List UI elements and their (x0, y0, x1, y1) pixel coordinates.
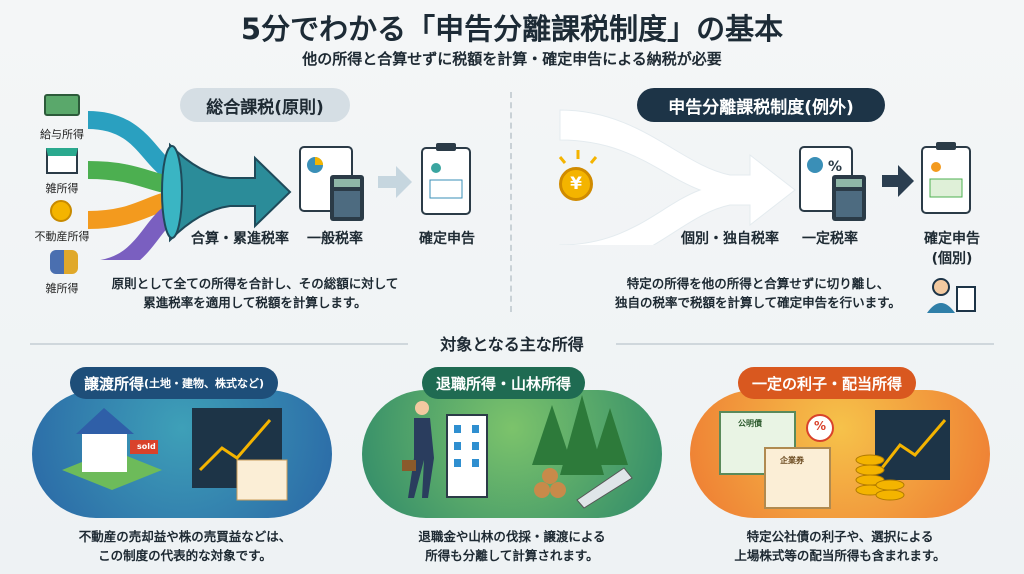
income-label: 雑所得 (45, 182, 79, 195)
description-line: 退職金や山林の伐採・譲渡による (418, 529, 606, 544)
description-line: この制度の代表的な対象です。 (98, 548, 272, 563)
step-label: 確定申告 (924, 231, 980, 247)
step-label: 確定申告 (419, 231, 475, 247)
card-transfer-income (32, 390, 332, 518)
description-line: 特定の所得を他の所得と合算せずに切り離し、 (626, 276, 890, 291)
description-line: 原則として全ての所得を合計し、その総額に対して (111, 276, 399, 291)
income-label: 給与所得 (40, 128, 84, 141)
tax-return-form-icon (921, 142, 971, 214)
income-icon-coins (50, 250, 78, 274)
funnel-arrow-icon (161, 142, 292, 243)
separation-arrow-icon (559, 109, 796, 245)
tax-return-form-icon (421, 143, 471, 215)
section-rule-left (30, 343, 408, 345)
income-icon-shop (46, 148, 78, 174)
card-description: 特定公社債の利子や、選択による上場株式等の配当所得も含まれます。 (734, 527, 945, 565)
description-line: 累進税率を適用して税額を計算します。 (143, 295, 367, 310)
bond-certificate-label: 公明債 (738, 419, 762, 428)
description-line: 独自の税率で税額を計算して確定申告を行います。 (615, 295, 901, 310)
income-icon-salary (44, 94, 80, 116)
card-interest-dividend-income (690, 390, 990, 518)
income-label: 不動産所得 (34, 230, 90, 243)
section-rule-right (616, 343, 994, 345)
card-description: 退職金や山林の伐採・譲渡による所得も分離して計算されます。 (418, 527, 605, 565)
card-label-retirement-forest-income: 退職所得・山林所得 (422, 367, 586, 399)
card-retirement-forest-income (362, 390, 662, 518)
description-line: 不動産の売却益や株の売買益などは、 (78, 529, 292, 544)
step-label: (個別) (931, 251, 973, 267)
card-label-interest-dividend-income: 一定の利子・配当所得 (738, 367, 917, 399)
sold-sign: sold (137, 442, 156, 451)
page-subtitle: 他の所得と合算せずに税額を計算・確定申告による納税が必要 (302, 50, 722, 68)
income-label: 雑所得 (45, 282, 79, 295)
page-title: 5分でわかる「申告分離課税制度」の基本 (240, 12, 784, 46)
bonds-coins-chart-illustration (719, 410, 950, 509)
sparkle-icon (558, 150, 598, 164)
description-line: 所得も分離して計算されます。 (425, 548, 599, 563)
svg-text:%: % (828, 159, 842, 175)
section-heading: 対象となる主な所得 (440, 335, 584, 354)
percent-icon: % (814, 419, 827, 433)
step-label: 合算・累進税率 (191, 231, 289, 247)
report-calculator-icon: % (799, 146, 866, 221)
corporate-bond-label: 企業券 (780, 456, 804, 465)
section-divider (510, 92, 512, 312)
worker-building-forest-illustration (402, 395, 633, 509)
step-label: 一定税率 (802, 231, 858, 247)
step-label: 個別・独自税率 (681, 231, 779, 247)
card-subtitle: (土地・建物、株式など) (144, 377, 265, 390)
arrow-icon (882, 165, 914, 197)
separate-taxation-heading: 申告分離課税制度(例外) (637, 88, 885, 122)
card-description: 不動産の売却益や株の売買益などは、この制度の代表的な対象です。 (79, 527, 292, 565)
general-taxation-description: 原則として全ての所得を合計し、その総額に対して累進税率を適用して税額を計算します… (112, 274, 399, 312)
separate-taxation-description: 特定の所得を他の所得と合算せずに切り離し、独自の税率で税額を計算して確定申告を行… (615, 274, 901, 312)
description-line: 特定公社債の利子や、選択による (746, 529, 934, 544)
card-label-transfer-income: 譲渡所得(土地・建物、株式など) (70, 367, 279, 399)
income-icon-coin (50, 200, 72, 222)
card-title: 譲渡所得 (84, 374, 145, 393)
report-calculator-icon (299, 146, 364, 221)
yen-coin-icon: ¥ (559, 167, 593, 201)
house-and-chart-illustration (62, 408, 288, 501)
separate-taxation-flow-graphic: % (558, 109, 971, 245)
step-label: 一般税率 (307, 231, 363, 247)
general-taxation-flow-graphic (87, 111, 471, 260)
arrow-icon (378, 166, 412, 198)
person-with-clipboard-icon (927, 278, 976, 313)
general-taxation-heading: 総合課税(原則) (180, 88, 350, 122)
description-line: 上場株式等の配当所得も含まれます。 (734, 548, 946, 563)
